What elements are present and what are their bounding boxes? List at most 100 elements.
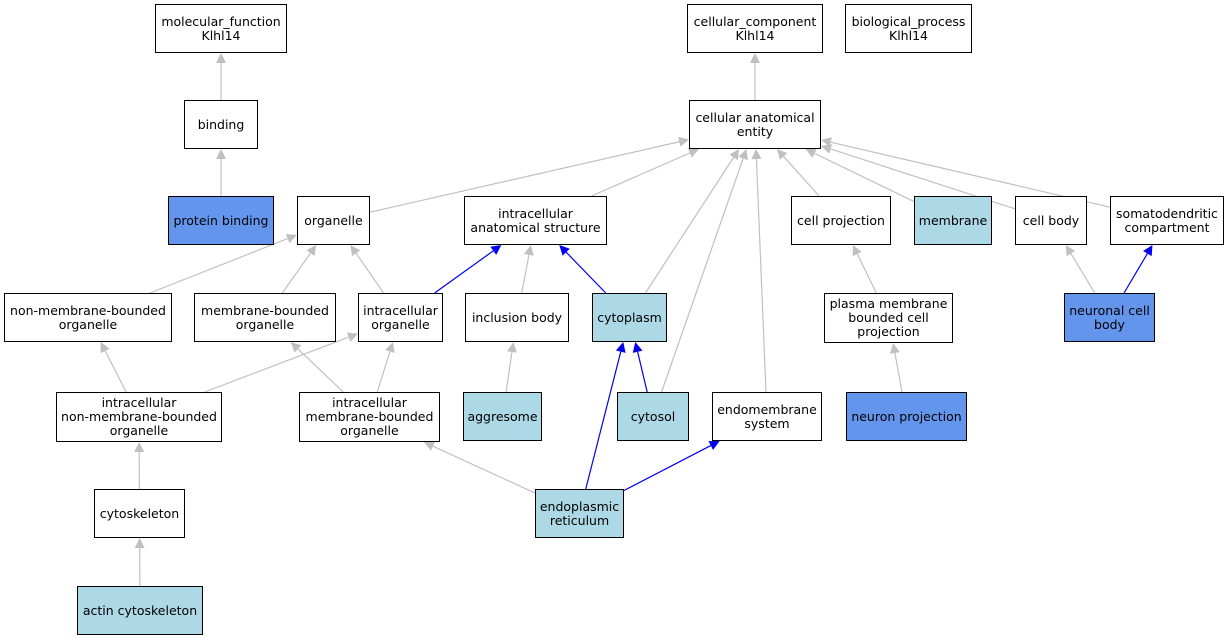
node-neuronal-cell-body[interactable]: neuronal cell body bbox=[1064, 293, 1155, 342]
node-cytosol[interactable]: cytosol bbox=[617, 392, 689, 441]
edge-cytoplasm-to-intracellular_anatomical_structure bbox=[559, 245, 607, 294]
edge-aggresome-to-inclusion_body bbox=[505, 342, 517, 393]
edge-neuronal_cell_body-to-cell_body bbox=[1065, 245, 1096, 294]
node-inclusion-body[interactable]: inclusion body bbox=[465, 293, 569, 342]
node-plasma-membrane-bounded-cell-projection[interactable]: plasma membrane bounded cell projection bbox=[824, 293, 953, 343]
node-cellular-component[interactable]: cellular_component Klhl14 bbox=[687, 4, 823, 53]
edge-neuron_projection-to-plasma_membrane_bounded_cell_projection bbox=[889, 343, 903, 393]
edge-endoplasmic_reticulum-to-intracellular_membrane_bounded_organelle bbox=[423, 441, 536, 494]
edge-line bbox=[434, 250, 494, 294]
edge-line bbox=[149, 238, 288, 294]
edge-organelle-to-cellular_anatomical_entity bbox=[369, 136, 689, 213]
edge-arrowhead bbox=[346, 332, 358, 342]
node-molecular-function[interactable]: molecular_function Klhl14 bbox=[155, 4, 287, 53]
node-non-membrane-bounded-organelle[interactable]: non-membrane-bounded organelle bbox=[4, 293, 172, 342]
node-cytoskeleton[interactable]: cytoskeleton bbox=[94, 489, 185, 538]
edge-arrowhead bbox=[615, 342, 626, 353]
node-cellular-anatomical-entity[interactable]: cellular anatomical entity bbox=[689, 100, 821, 149]
edge-arrowhead bbox=[805, 148, 817, 158]
edge-cytoplasm-to-cellular_anatomical_entity bbox=[644, 149, 740, 294]
edge-intracellular_membrane_bounded_organelle-to-membrane_bounded_organelle bbox=[290, 342, 344, 393]
edge-intracellular_organelle-to-organelle bbox=[350, 245, 385, 294]
edge-arrowhead bbox=[100, 342, 110, 354]
edge-intracellular_non_membrane_bounded_organelle-to-intracellular_organelle bbox=[204, 332, 358, 393]
edge-arrowhead bbox=[729, 149, 740, 161]
edge-non_membrane_bounded_organelle-to-organelle bbox=[149, 233, 297, 294]
edge-line bbox=[297, 348, 344, 393]
edge-cytosol-to-cellular_anatomical_entity bbox=[660, 149, 748, 393]
edge-line bbox=[1070, 253, 1096, 294]
node-endomembrane-system[interactable]: endomembrane system bbox=[712, 392, 822, 441]
edge-arrowhead bbox=[632, 342, 643, 353]
edge-arrowhead bbox=[708, 441, 720, 451]
node-endoplasmic-reticulum[interactable]: endoplasmic reticulum bbox=[535, 489, 624, 538]
edge-line bbox=[755, 158, 767, 393]
edge-cell_projection-to-cellular_anatomical_entity bbox=[776, 149, 820, 197]
node-organelle[interactable]: organelle bbox=[297, 196, 370, 245]
edge-membrane-to-cellular_anatomical_entity bbox=[805, 148, 915, 203]
edge-arrowhead bbox=[687, 148, 699, 158]
node-neuron-projection[interactable]: neuron projection bbox=[846, 392, 967, 441]
node-cell-body[interactable]: cell body bbox=[1015, 196, 1087, 245]
edge-line bbox=[505, 351, 513, 393]
edge-arrowhead bbox=[290, 342, 302, 353]
edge-actin_cytoskeleton-to-cytoskeleton bbox=[134, 538, 145, 587]
edge-arrowhead bbox=[490, 245, 502, 255]
node-biological-process[interactable]: biological_process Klhl14 bbox=[845, 4, 972, 53]
node-intracellular-organelle[interactable]: intracellular organelle bbox=[358, 293, 443, 342]
node-actin-cytoskeleton[interactable]: actin cytoskeleton bbox=[77, 586, 203, 635]
edge-arrowhead bbox=[1143, 245, 1153, 257]
edge-line bbox=[355, 252, 385, 294]
edge-membrane_bounded_organelle-to-organelle bbox=[281, 245, 317, 294]
edge-arrowhead bbox=[134, 442, 145, 453]
edge-arrowhead bbox=[750, 53, 760, 63]
edge-line bbox=[591, 152, 691, 197]
edge-cytosol-to-cytoplasm bbox=[632, 342, 648, 393]
edge-line bbox=[565, 251, 607, 294]
edge-line bbox=[644, 157, 735, 294]
edge-arrowhead bbox=[1065, 245, 1076, 257]
node-binding[interactable]: binding bbox=[184, 100, 258, 149]
edge-protein_binding-to-binding bbox=[216, 149, 226, 196]
node-membrane-bounded-organelle[interactable]: membrane-bounded organelle bbox=[194, 293, 336, 342]
edge-intracellular_organelle-to-intracellular_anatomical_structure bbox=[434, 245, 502, 294]
node-protein-binding[interactable]: protein binding bbox=[168, 196, 274, 245]
edge-arrowhead bbox=[738, 149, 748, 161]
edge-line bbox=[623, 445, 712, 492]
edge-endoplasmic_reticulum-to-cytoplasm bbox=[585, 342, 626, 490]
edge-arrowhead bbox=[216, 53, 226, 63]
edge-line bbox=[521, 254, 530, 294]
edge-line bbox=[369, 141, 680, 213]
edge-arrowhead bbox=[821, 144, 833, 154]
node-intracellular-membrane-bounded-organelle[interactable]: intracellular membrane-bounded organelle bbox=[299, 392, 440, 442]
node-membrane[interactable]: membrane bbox=[914, 196, 992, 245]
node-intracellular-non-membrane-bounded-organelle[interactable]: intracellular non-membrane-bounded organ… bbox=[56, 392, 222, 442]
edge-line bbox=[783, 156, 820, 197]
edge-line bbox=[856, 253, 877, 294]
edge-line bbox=[204, 336, 349, 393]
node-cell-projection[interactable]: cell projection bbox=[791, 196, 891, 245]
edge-arrowhead bbox=[776, 149, 788, 160]
node-intracellular-anatomical-structure[interactable]: intracellular anatomical structure bbox=[464, 196, 607, 245]
edge-endomembrane_system-to-cellular_anatomical_entity bbox=[751, 149, 767, 393]
node-cytoplasm[interactable]: cytoplasm bbox=[592, 293, 667, 342]
edge-arrowhead bbox=[306, 245, 317, 257]
edge-line bbox=[814, 152, 915, 203]
edge-intracellular_anatomical_structure-to-cellular_anatomical_entity bbox=[591, 148, 699, 197]
edge-arrowhead bbox=[889, 343, 900, 354]
node-somatodendritic-compartment[interactable]: somatodendritic compartment bbox=[1110, 196, 1224, 245]
edge-line bbox=[281, 252, 311, 294]
node-aggresome[interactable]: aggresome bbox=[463, 392, 542, 441]
edge-endoplasmic_reticulum-to-endomembrane_system bbox=[623, 441, 720, 492]
edge-arrowhead bbox=[216, 149, 226, 159]
edge-line bbox=[104, 350, 127, 393]
edge-cellular_anatomical_entity-to-cellular_component bbox=[750, 53, 760, 100]
edge-inclusion_body-to-intracellular_anatomical_structure bbox=[521, 245, 534, 294]
edge-line bbox=[432, 445, 536, 494]
edge-neuronal_cell_body-to-somatodendritic_compartment bbox=[1123, 245, 1153, 294]
edge-intracellular_membrane_bounded_organelle-to-intracellular_organelle bbox=[376, 342, 395, 393]
edge-intracellular_non_membrane_bounded_organelle-to-non_membrane_bounded_organelle bbox=[100, 342, 127, 393]
edge-arrowhead bbox=[559, 245, 570, 256]
edge-arrowhead bbox=[285, 233, 297, 244]
